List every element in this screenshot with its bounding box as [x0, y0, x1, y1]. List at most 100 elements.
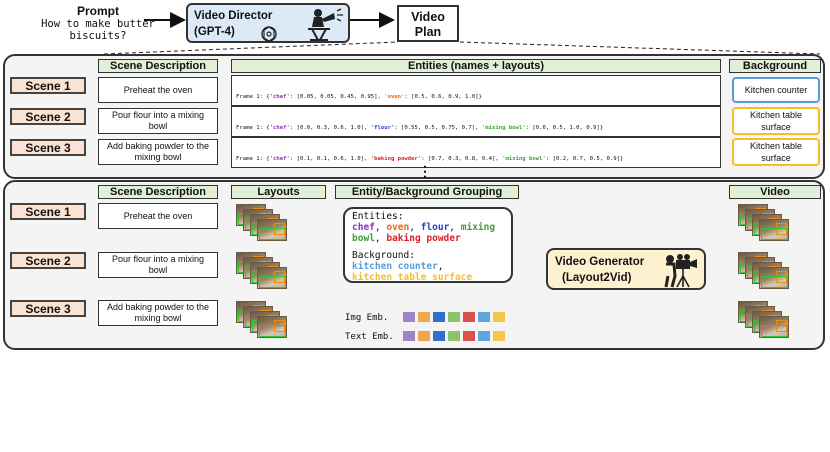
token-oven: 'oven': [384, 94, 405, 101]
plan-scene-3-background: Kitchen table surface: [732, 138, 820, 166]
embedding-swatch: [493, 331, 505, 341]
chef-box: [761, 276, 788, 288]
token-chef: 'chef': [269, 94, 290, 101]
frame-line: Frame 1: {'chef': [0.1, 0.1, 0.6, 1.0], …: [236, 155, 716, 163]
thumbnail-frame: [257, 316, 287, 338]
plan-scene-1-description: Preheat the oven: [98, 77, 218, 103]
chef-box: [259, 325, 286, 337]
embedding-swatch: [418, 312, 430, 322]
director-model: (GPT-4): [194, 26, 235, 38]
token-text: ,: [449, 222, 461, 233]
frame-line: Frame 1: {'chef': [0.0, 0.3, 0.6, 1.0], …: [236, 124, 716, 132]
director-title: Video Director: [194, 10, 273, 22]
token-text: : [0.6, 0.5, 1.0, 0.9]}: [525, 125, 604, 132]
text-embedding-row: [403, 331, 513, 341]
header-background: Background: [729, 59, 821, 73]
embedding-swatch: [463, 331, 475, 341]
oven-box: [274, 320, 285, 332]
token-text: : [0.5, 0.6, 0.9, 1.0]}: [404, 94, 482, 101]
embedding-swatch: [433, 312, 445, 322]
plan-scene-3-entities: Frame 1: {'chef': [0.1, 0.1, 0.6, 1.0], …: [231, 137, 721, 168]
continuation-dots: ⋮: [418, 163, 432, 179]
gen-scene-2-label: Scene 2: [10, 252, 86, 269]
gen-scene-1-label: Scene 1: [10, 203, 86, 220]
video-stack-scene-2: [738, 252, 800, 294]
token-text: ,: [437, 261, 444, 272]
prompt-title: Prompt: [77, 4, 119, 18]
img-embedding-row: [403, 312, 513, 322]
token-flour: flour: [420, 222, 450, 233]
token-chef: chef: [352, 222, 375, 233]
chef-box: [761, 228, 788, 240]
token-bowl: mixing bowl: [352, 222, 496, 244]
layout-stack-scene-2: [236, 252, 298, 294]
plan-scene-1-label: Scene 1: [10, 77, 86, 94]
token-powder: baking powder: [386, 233, 461, 244]
video-stack-scene-1: [738, 204, 800, 246]
token-text: : [0.0, 0.3, 0.6, 1.0],: [289, 125, 371, 132]
thumbnail-frame: [759, 267, 789, 289]
plan-scene-3-description: Add baking powder to the mixing bowl: [98, 139, 218, 165]
video-director-box: Video Director (GPT-4): [186, 3, 350, 43]
token-text: : [0.05, 0.05, 0.45, 0.95],: [289, 94, 385, 101]
background-kitchen-table: kitchen table surface: [352, 272, 473, 283]
gen-header-grouping: Entity/Background Grouping: [335, 185, 519, 199]
token-text: Frame 1: {: [236, 156, 270, 163]
thumbnail-frame: [257, 267, 287, 289]
gen-scene-3-label: Scene 3: [10, 300, 86, 317]
layout-stack-scene-3: [236, 301, 298, 343]
embedding-swatch: [433, 331, 445, 341]
gen-scene-1-description: Preheat the oven: [98, 203, 218, 229]
token-text: ,: [374, 222, 387, 233]
thumbnail-frame: [759, 316, 789, 338]
layout-stack-scene-1: [236, 204, 298, 246]
plan-scene-2-entities: Frame 1: {'chef': [0.0, 0.3, 0.6, 1.0], …: [231, 106, 721, 137]
plan-scene-2-background: Kitchen table surface: [732, 107, 820, 135]
plan-scene-1-background: Kitchen counter: [732, 77, 820, 103]
video-stack-scene-3: [738, 301, 800, 343]
token-bowl: 'mixing bowl': [481, 125, 526, 132]
token-text: : [0.2, 0.7, 0.5, 0.9]}: [545, 156, 624, 163]
token-text: ,: [374, 233, 387, 244]
embedding-swatch: [448, 312, 460, 322]
gen-header-layouts: Layouts: [231, 185, 326, 199]
img-emb-label: Img Emb.: [345, 313, 389, 323]
gen-header-video: Video: [729, 185, 821, 199]
chef-box: [259, 276, 286, 288]
gen-scene-3-description: Add baking powder to the mixing bowl: [98, 300, 218, 326]
plan-scene-2-description: Pour flour into a mixing bowl: [98, 108, 218, 134]
oven-box: [776, 320, 787, 332]
entities-label: Entities:: [352, 211, 404, 222]
embedding-swatch: [463, 312, 475, 322]
zoom-line-left: [103, 41, 399, 55]
token-chef: 'chef': [269, 156, 290, 163]
token-text: Frame 1: {: [236, 125, 270, 132]
generator-model: (Layout2Vid): [562, 272, 632, 284]
generator-title: Video Generator: [555, 256, 645, 268]
zoom-line-right: [459, 41, 821, 55]
chef-box: [259, 228, 286, 240]
background-label: Background:: [352, 250, 415, 261]
token-flour: 'flour': [370, 125, 395, 132]
video-plan-box: Video Plan: [397, 5, 459, 42]
token-text: : [0.7, 0.3, 0.8, 0.4],: [421, 156, 503, 163]
chef-box: [761, 325, 788, 337]
token-text: Frame 1: {: [236, 94, 270, 101]
text-emb-label: Text Emb.: [345, 332, 394, 342]
entities-list: chef, oven, flour, mixing bowl, baking p…: [352, 222, 504, 244]
frame-line: Frame 1: {'chef': [0.05, 0.05, 0.45, 0.9…: [236, 93, 716, 101]
thumbnail-frame: [759, 219, 789, 241]
grouping-box: Entities: chef, oven, flour, mixing bowl…: [343, 207, 513, 283]
token-powder: 'baking powder': [370, 156, 422, 163]
prompt-text: How to make butter biscuits?: [41, 18, 155, 42]
token-text: : [0.1, 0.1, 0.6, 1.0],: [289, 156, 371, 163]
gen-scene-2-description: Pour flour into a mixing bowl: [98, 252, 218, 278]
director-chair-megaphone-icon: [308, 8, 343, 41]
video-generator-box: Video Generator (Layout2Vid): [546, 248, 706, 290]
plan-scene-3-label: Scene 3: [10, 139, 86, 156]
token-oven: oven: [386, 222, 410, 233]
embedding-swatch: [478, 312, 490, 322]
oven-box: [274, 271, 285, 283]
header-entities: Entities (names + layouts): [231, 59, 721, 73]
